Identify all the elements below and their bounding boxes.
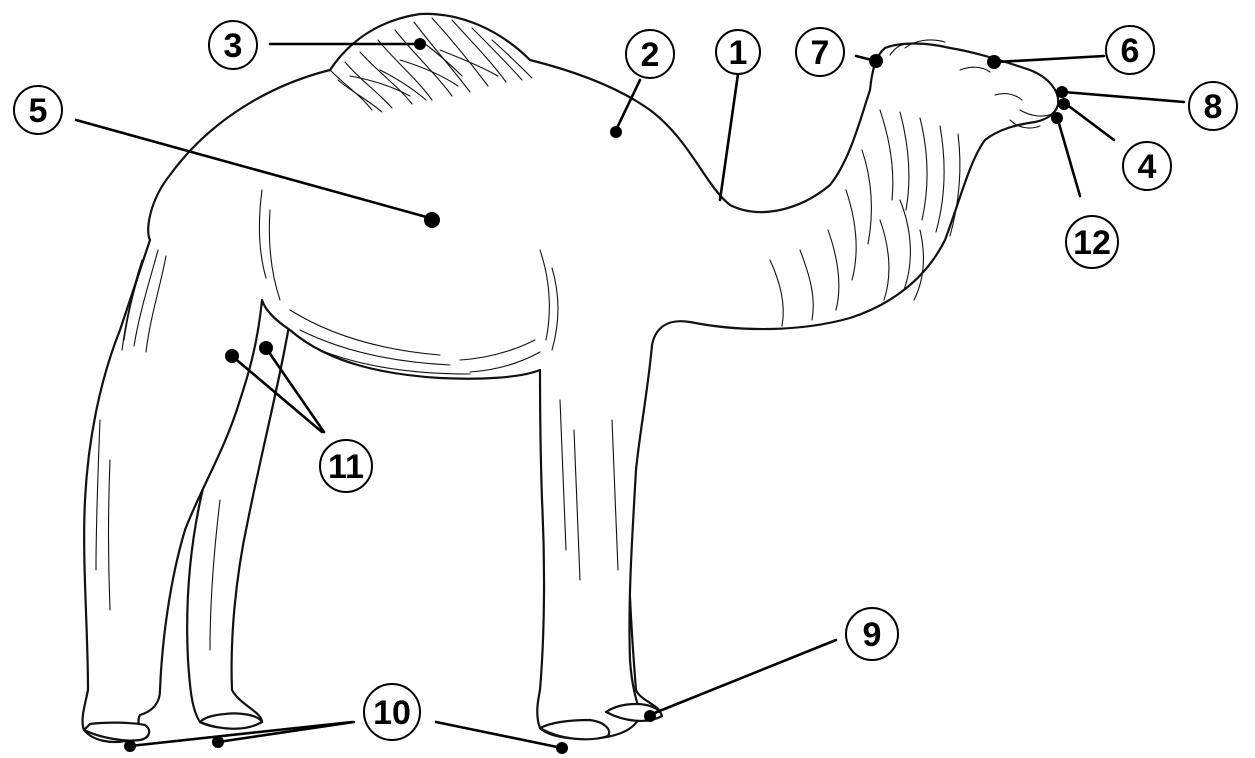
camel-drawing bbox=[83, 14, 1059, 742]
callout-1: 1 bbox=[716, 30, 760, 74]
callout-number-10: 10 bbox=[373, 694, 411, 732]
callout-7: 7 bbox=[796, 28, 844, 76]
point-7 bbox=[869, 54, 883, 68]
callout-12: 12 bbox=[1066, 216, 1118, 268]
callout-8: 8 bbox=[1189, 82, 1237, 130]
callout-11: 11 bbox=[320, 440, 372, 492]
point-5 bbox=[424, 212, 440, 228]
point-8 bbox=[1056, 86, 1068, 98]
leader-12 bbox=[1058, 120, 1080, 196]
callout-number-11: 11 bbox=[328, 448, 364, 486]
callout-number-3: 3 bbox=[224, 27, 243, 65]
leader-4 bbox=[1066, 104, 1114, 140]
callout-10: 10 bbox=[364, 684, 420, 740]
callout-number-6: 6 bbox=[1121, 32, 1140, 70]
callout-6: 6 bbox=[1106, 26, 1154, 74]
point-11b bbox=[259, 341, 273, 355]
callout-number-2: 2 bbox=[641, 36, 660, 74]
point-3 bbox=[414, 38, 426, 50]
point-11a bbox=[225, 349, 239, 363]
point-10c bbox=[556, 742, 568, 754]
point-2 bbox=[610, 126, 622, 138]
point-9 bbox=[644, 710, 656, 722]
callout-number-8: 8 bbox=[1204, 88, 1223, 126]
leader-9 bbox=[652, 640, 836, 714]
callout-number-1: 1 bbox=[729, 34, 748, 72]
callout-4: 4 bbox=[1123, 142, 1171, 190]
point-6 bbox=[987, 55, 1001, 69]
leader-6 bbox=[996, 56, 1104, 62]
callout-5: 5 bbox=[14, 86, 62, 134]
callout-3: 3 bbox=[209, 21, 257, 69]
point-4 bbox=[1058, 98, 1070, 110]
point-10b bbox=[124, 740, 136, 752]
callout-number-5: 5 bbox=[29, 92, 48, 130]
callout-number-4: 4 bbox=[1138, 148, 1157, 186]
callout-9: 9 bbox=[846, 608, 898, 660]
leader-1 bbox=[720, 74, 738, 200]
callout-number-9: 9 bbox=[863, 616, 882, 654]
leader-8 bbox=[1064, 92, 1184, 102]
callout-number-7: 7 bbox=[811, 34, 830, 72]
point-12 bbox=[1051, 112, 1063, 124]
callout-2: 2 bbox=[626, 30, 674, 78]
callout-number-12: 12 bbox=[1073, 224, 1111, 262]
